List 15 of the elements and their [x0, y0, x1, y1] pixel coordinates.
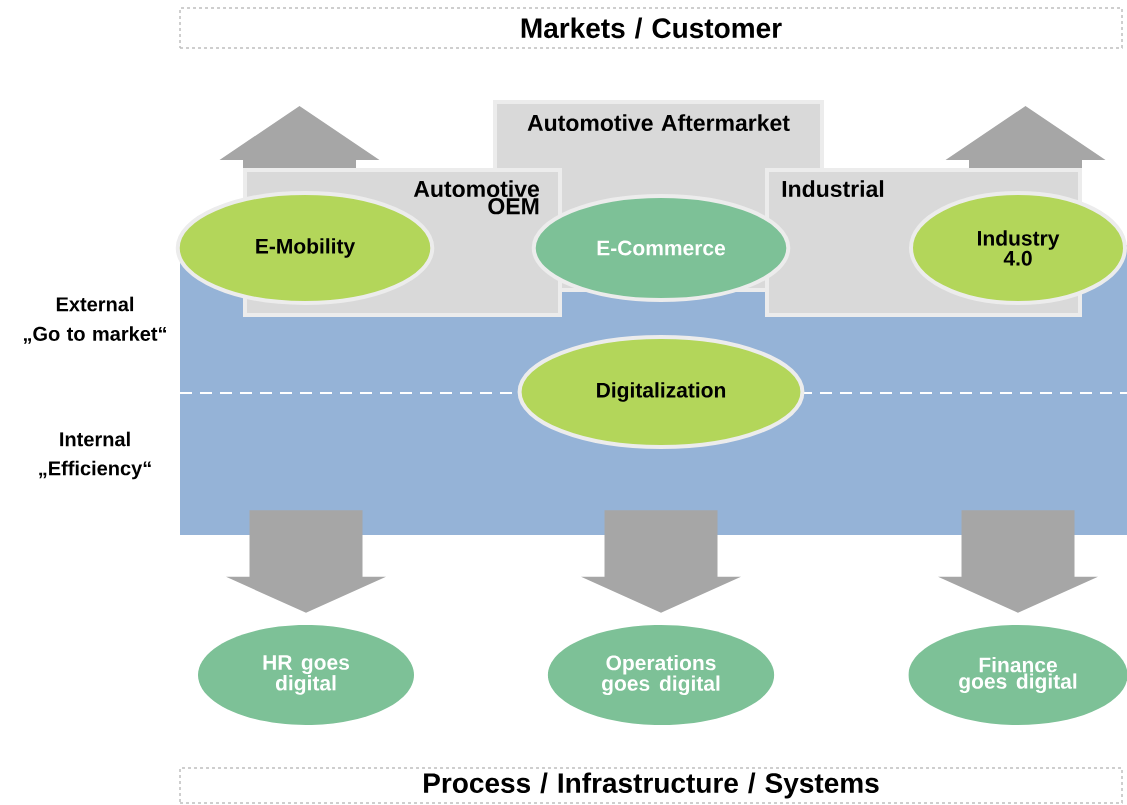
block-arrow [219, 106, 380, 168]
block-arrow [938, 510, 1098, 613]
side-label: „Efficiency“ [39, 460, 151, 480]
side-label: Internal [60, 431, 130, 447]
dashed-box: Process / Infrastructure / Systems [179, 767, 1123, 804]
oval: Operations goes digital [547, 625, 775, 725]
oval: Industry 4.0 [909, 191, 1127, 305]
block-arrow [226, 510, 386, 613]
dashed-box: Markets / Customer [179, 7, 1123, 49]
side-label: External [56, 296, 134, 312]
block-arrow [581, 510, 741, 613]
block-arrow [945, 106, 1106, 168]
side-label: „Go to market“ [23, 326, 167, 344]
oval: HR goes digital [198, 625, 414, 725]
oval: Digitalization [517, 335, 805, 449]
